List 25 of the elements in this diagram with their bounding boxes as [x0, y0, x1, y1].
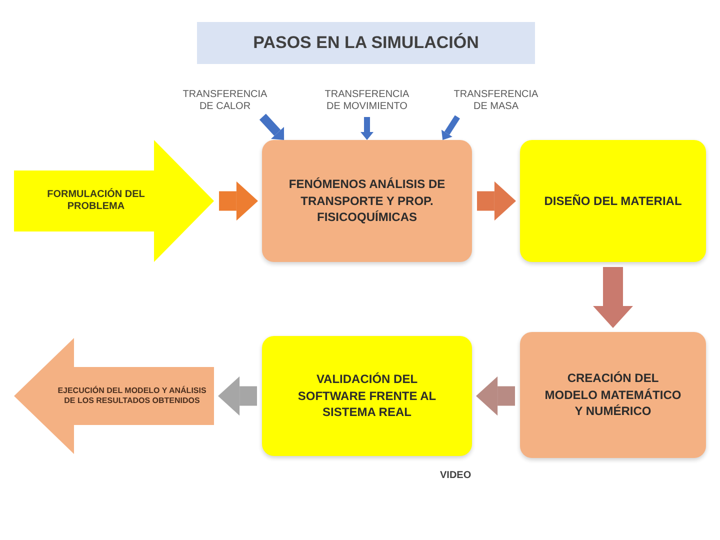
- arrow-label: FORMULACIÓN DEL PROBLEMA: [46, 188, 146, 214]
- block-arrow: [476, 376, 515, 416]
- arrow: [360, 117, 374, 140]
- right-block-arrow: [14, 140, 214, 262]
- annotation-label: TRANSFERENCIA DE MOVIMIENTO: [317, 86, 417, 116]
- process-label: FENÓMENOS ANÁLISIS DE TRANSPORTE Y PROP. FISICOQUÍMICAS: [288, 176, 446, 226]
- annotation-label: TRANSFERENCIA DE CALOR: [175, 86, 275, 116]
- block-arrow: [477, 181, 516, 221]
- block-arrow: [593, 267, 633, 328]
- process-box: [262, 140, 472, 262]
- process-label: VALIDACIÓN DEL SOFTWARE FRENTE AL SISTEMA REAL: [296, 371, 438, 421]
- diagram-title: PASOS EN LA SIMULACIÓN: [197, 22, 535, 64]
- annotation-label: TRANSFERENCIA DE MASA: [446, 86, 546, 116]
- process-label: CREACIÓN DEL MODELO MATEMÁTICO Y NUMÉRICO: [544, 370, 682, 420]
- process-box: [520, 140, 706, 262]
- process-label: DISEÑO DEL MATERIAL: [544, 192, 682, 210]
- block-arrow: [218, 376, 257, 416]
- arrow: [441, 115, 460, 140]
- block-arrow: [219, 181, 258, 221]
- left-block-arrow: [14, 338, 214, 454]
- process-box: [262, 336, 472, 456]
- arrow-label: EJECUCIÓN DEL MODELO Y ANÁLISIS DE LOS RESULTADOS OBTENIDOS: [56, 386, 208, 406]
- arrow: [259, 114, 284, 140]
- note-label: VIDEO: [440, 469, 472, 483]
- process-box: [520, 332, 706, 458]
